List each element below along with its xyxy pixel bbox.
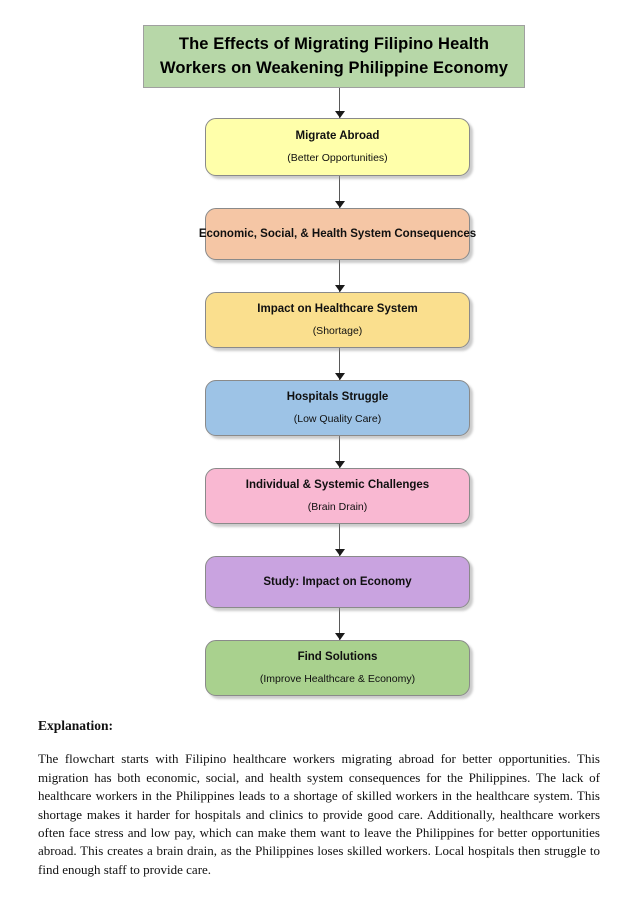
connector-arrow-hospitals-struggle-to-individual-systemic-challenges — [334, 436, 346, 468]
flow-node-secondary-label: (Shortage) — [312, 324, 363, 337]
connector-shaft — [339, 88, 340, 118]
connector-shaft — [339, 524, 340, 556]
flow-node-primary-label: Migrate Abroad — [295, 129, 380, 142]
flow-node-find-solutions: Find Solutions (Improve Healthcare & Eco… — [205, 640, 470, 696]
flow-node-primary-label: Impact on Healthcare System — [257, 302, 418, 315]
arrowhead-icon — [335, 373, 345, 380]
connector-arrow-title-to-migrate-abroad — [334, 88, 346, 118]
flowchart-title-box: The Effects of Migrating Filipino Health… — [143, 25, 525, 88]
connector-arrow-migrate-abroad-to-consequences — [334, 176, 346, 208]
flow-node-impact-healthcare-system: Impact on Healthcare System (Shortage) — [205, 292, 470, 348]
arrowhead-icon — [335, 201, 345, 208]
connector-arrow-impact-healthcare-system-to-hospitals-struggle — [334, 348, 346, 380]
flow-node-primary-label: Find Solutions — [297, 650, 378, 663]
connector-shaft — [339, 348, 340, 380]
flow-node-primary-label: Study: Impact on Economy — [263, 575, 412, 588]
flowchart-title-line-2: Workers on Weakening Philippine Economy — [159, 58, 509, 77]
connector-arrow-individual-systemic-challenges-to-study-impact-on-economy — [334, 524, 346, 556]
flow-node-secondary-label: (Better Opportunities) — [287, 151, 388, 164]
flow-node-primary-label: Economic, Social, & Health System Conseq… — [198, 227, 477, 240]
flow-node-secondary-label: (Improve Healthcare & Economy) — [259, 672, 416, 685]
arrowhead-icon — [335, 633, 345, 640]
flow-node-consequences: Economic, Social, & Health System Conseq… — [199, 208, 476, 260]
flow-node-secondary-label: (Low Quality Care) — [293, 412, 382, 425]
flow-node-secondary-label: (Brain Drain) — [307, 500, 368, 513]
connector-shaft — [339, 436, 340, 468]
connector-arrow-study-impact-on-economy-to-find-solutions — [334, 608, 346, 640]
arrowhead-icon — [335, 461, 345, 468]
explanation-heading: Explanation: — [38, 718, 114, 733]
explanation-section: Explanation: The flowchart starts with F… — [38, 718, 600, 879]
flow-node-study-impact-on-economy: Study: Impact on Economy — [205, 556, 470, 608]
connector-shaft — [339, 260, 340, 292]
arrowhead-icon — [335, 285, 345, 292]
connector-shaft — [339, 176, 340, 208]
arrowhead-icon — [335, 111, 345, 118]
arrowhead-icon — [335, 549, 345, 556]
flow-node-primary-label: Hospitals Struggle — [286, 390, 389, 403]
connector-arrow-consequences-to-impact-healthcare-system — [334, 260, 346, 292]
explanation-paragraph: The flowchart starts with Filipino healt… — [38, 751, 600, 877]
flowchart-title-line-1: The Effects of Migrating Filipino Health — [178, 34, 490, 53]
flow-node-migrate-abroad: Migrate Abroad (Better Opportunities) — [205, 118, 470, 176]
flow-node-primary-label: Individual & Systemic Challenges — [245, 478, 430, 491]
flow-node-hospitals-struggle: Hospitals Struggle (Low Quality Care) — [205, 380, 470, 436]
flow-node-individual-systemic-challenges: Individual & Systemic Challenges (Brain … — [205, 468, 470, 524]
connector-shaft — [339, 608, 340, 640]
